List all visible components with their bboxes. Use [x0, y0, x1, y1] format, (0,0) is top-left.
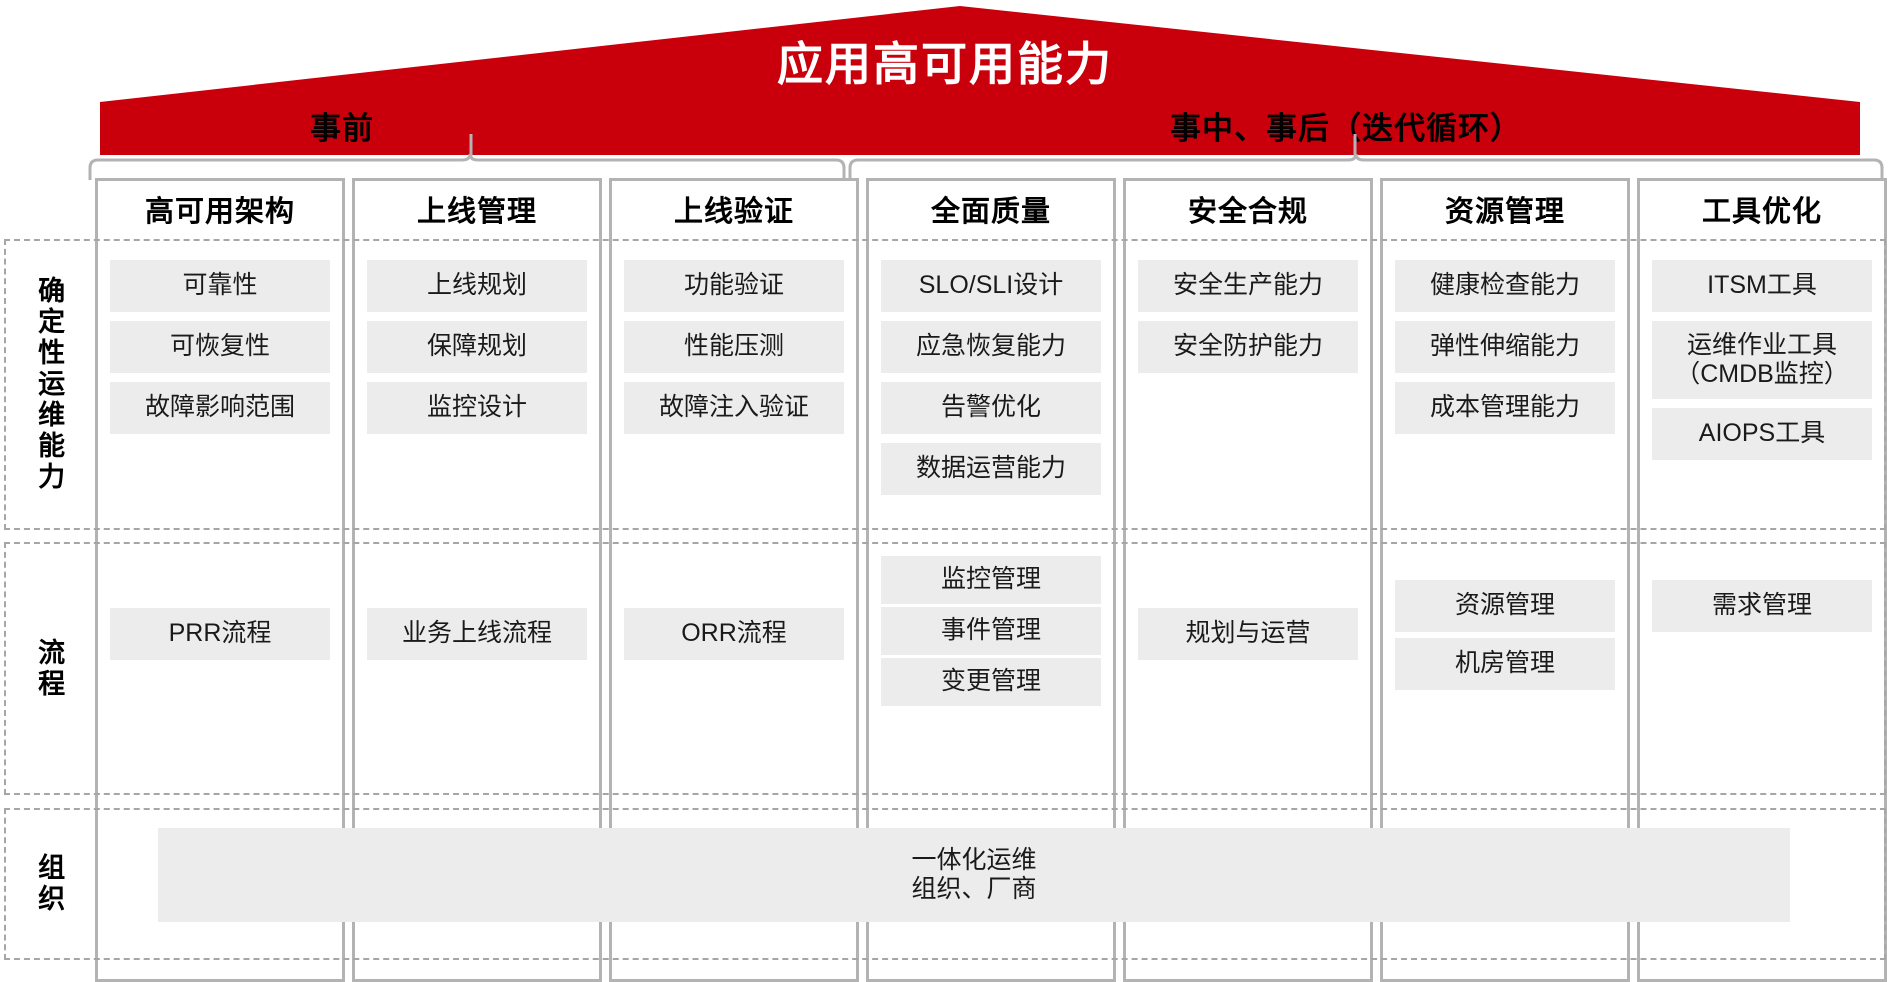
- column-frame-high-availability-architecture: [95, 178, 345, 982]
- column-frame-launch-management: [352, 178, 602, 982]
- cell-capability: 功能验证: [624, 260, 844, 312]
- column-header-overall-quality: 全面质量: [930, 196, 1051, 228]
- cell-capability: 可靠性: [110, 260, 330, 312]
- cell-process: 业务上线流程: [367, 608, 587, 660]
- column-frame-launch-verification: [609, 178, 859, 982]
- cell-process: 变更管理: [881, 658, 1101, 706]
- cell-capability: 安全生产能力: [1138, 260, 1358, 312]
- cell-capability: 告警优化: [881, 382, 1101, 434]
- row-label-organization: 组织: [34, 853, 65, 915]
- row-label-process: 流程: [34, 637, 65, 700]
- cell-capability: 成本管理能力: [1395, 382, 1615, 434]
- column-header-high-availability-architecture: 高可用架构: [144, 196, 295, 228]
- cell-capability: 保障规划: [367, 321, 587, 373]
- cell-process: 机房管理: [1395, 638, 1615, 690]
- cell-capability: SLO/SLI设计: [881, 260, 1101, 312]
- column-frame-overall-quality: [866, 178, 1116, 982]
- row-label-deterministic-ops-capability: 确定性运维能力: [34, 276, 65, 493]
- cell-capability: 可恢复性: [110, 321, 330, 373]
- column-header-launch-management: 上线管理: [416, 196, 537, 228]
- cell-capability: ITSM工具: [1652, 260, 1872, 312]
- row-band-process: [4, 542, 1886, 795]
- cell-capability: AIOPS工具: [1652, 408, 1872, 460]
- bracket-pointer-during-after: [1353, 134, 1357, 158]
- row-band-deterministic-ops-capability: [4, 239, 1886, 530]
- column-header-resource-management: 资源管理: [1444, 196, 1565, 228]
- cell-organization: 一体化运维 组织、厂商: [158, 828, 1790, 922]
- cell-capability: 健康检查能力: [1395, 260, 1615, 312]
- column-header-launch-verification: 上线验证: [673, 196, 794, 228]
- cell-process: 规划与运营: [1138, 608, 1358, 660]
- cell-process: 事件管理: [881, 607, 1101, 655]
- bracket-pointer-before: [469, 134, 473, 158]
- cell-capability: 监控设计: [367, 382, 587, 434]
- cell-capability: 性能压测: [624, 321, 844, 373]
- row-band-organization: [4, 808, 1886, 960]
- cell-capability: 应急恢复能力: [881, 321, 1101, 373]
- cell-process: 需求管理: [1652, 580, 1872, 632]
- column-frame-security-compliance: [1123, 178, 1373, 982]
- roof-banner: 应用高可用能力 事前 事中、事后（迭代循环）: [0, 0, 1890, 160]
- cell-process: 监控管理: [881, 556, 1101, 604]
- cell-capability: 数据运营能力: [881, 443, 1101, 495]
- cell-capability: 安全防护能力: [1138, 321, 1358, 373]
- cell-capability: 故障注入验证: [624, 382, 844, 434]
- cell-capability: 故障影响范围: [110, 382, 330, 434]
- phase-label-during-after: 事中、事后（迭代循环）: [1170, 111, 1522, 146]
- cell-process: PRR流程: [110, 608, 330, 660]
- roof-title: 应用高可用能力: [777, 38, 1113, 90]
- column-header-security-compliance: 安全合规: [1187, 196, 1308, 228]
- cell-capability: 上线规划: [367, 260, 587, 312]
- roof-shape: [100, 6, 1860, 155]
- column-header-tooling-optimization: 工具优化: [1701, 196, 1822, 228]
- cell-process: ORR流程: [624, 608, 844, 660]
- cell-capability: 运维作业工具 （CMDB监控）: [1652, 321, 1872, 399]
- cell-process: 资源管理: [1395, 580, 1615, 632]
- column-frame-resource-management: [1380, 178, 1630, 982]
- capability-grid: 高可用架构 上线管理 上线验证 全面质量 安全合规 资源管理 工具优化 确定性运…: [0, 178, 1890, 982]
- cell-capability: 弹性伸缩能力: [1395, 321, 1615, 373]
- phase-label-before: 事前: [310, 111, 374, 146]
